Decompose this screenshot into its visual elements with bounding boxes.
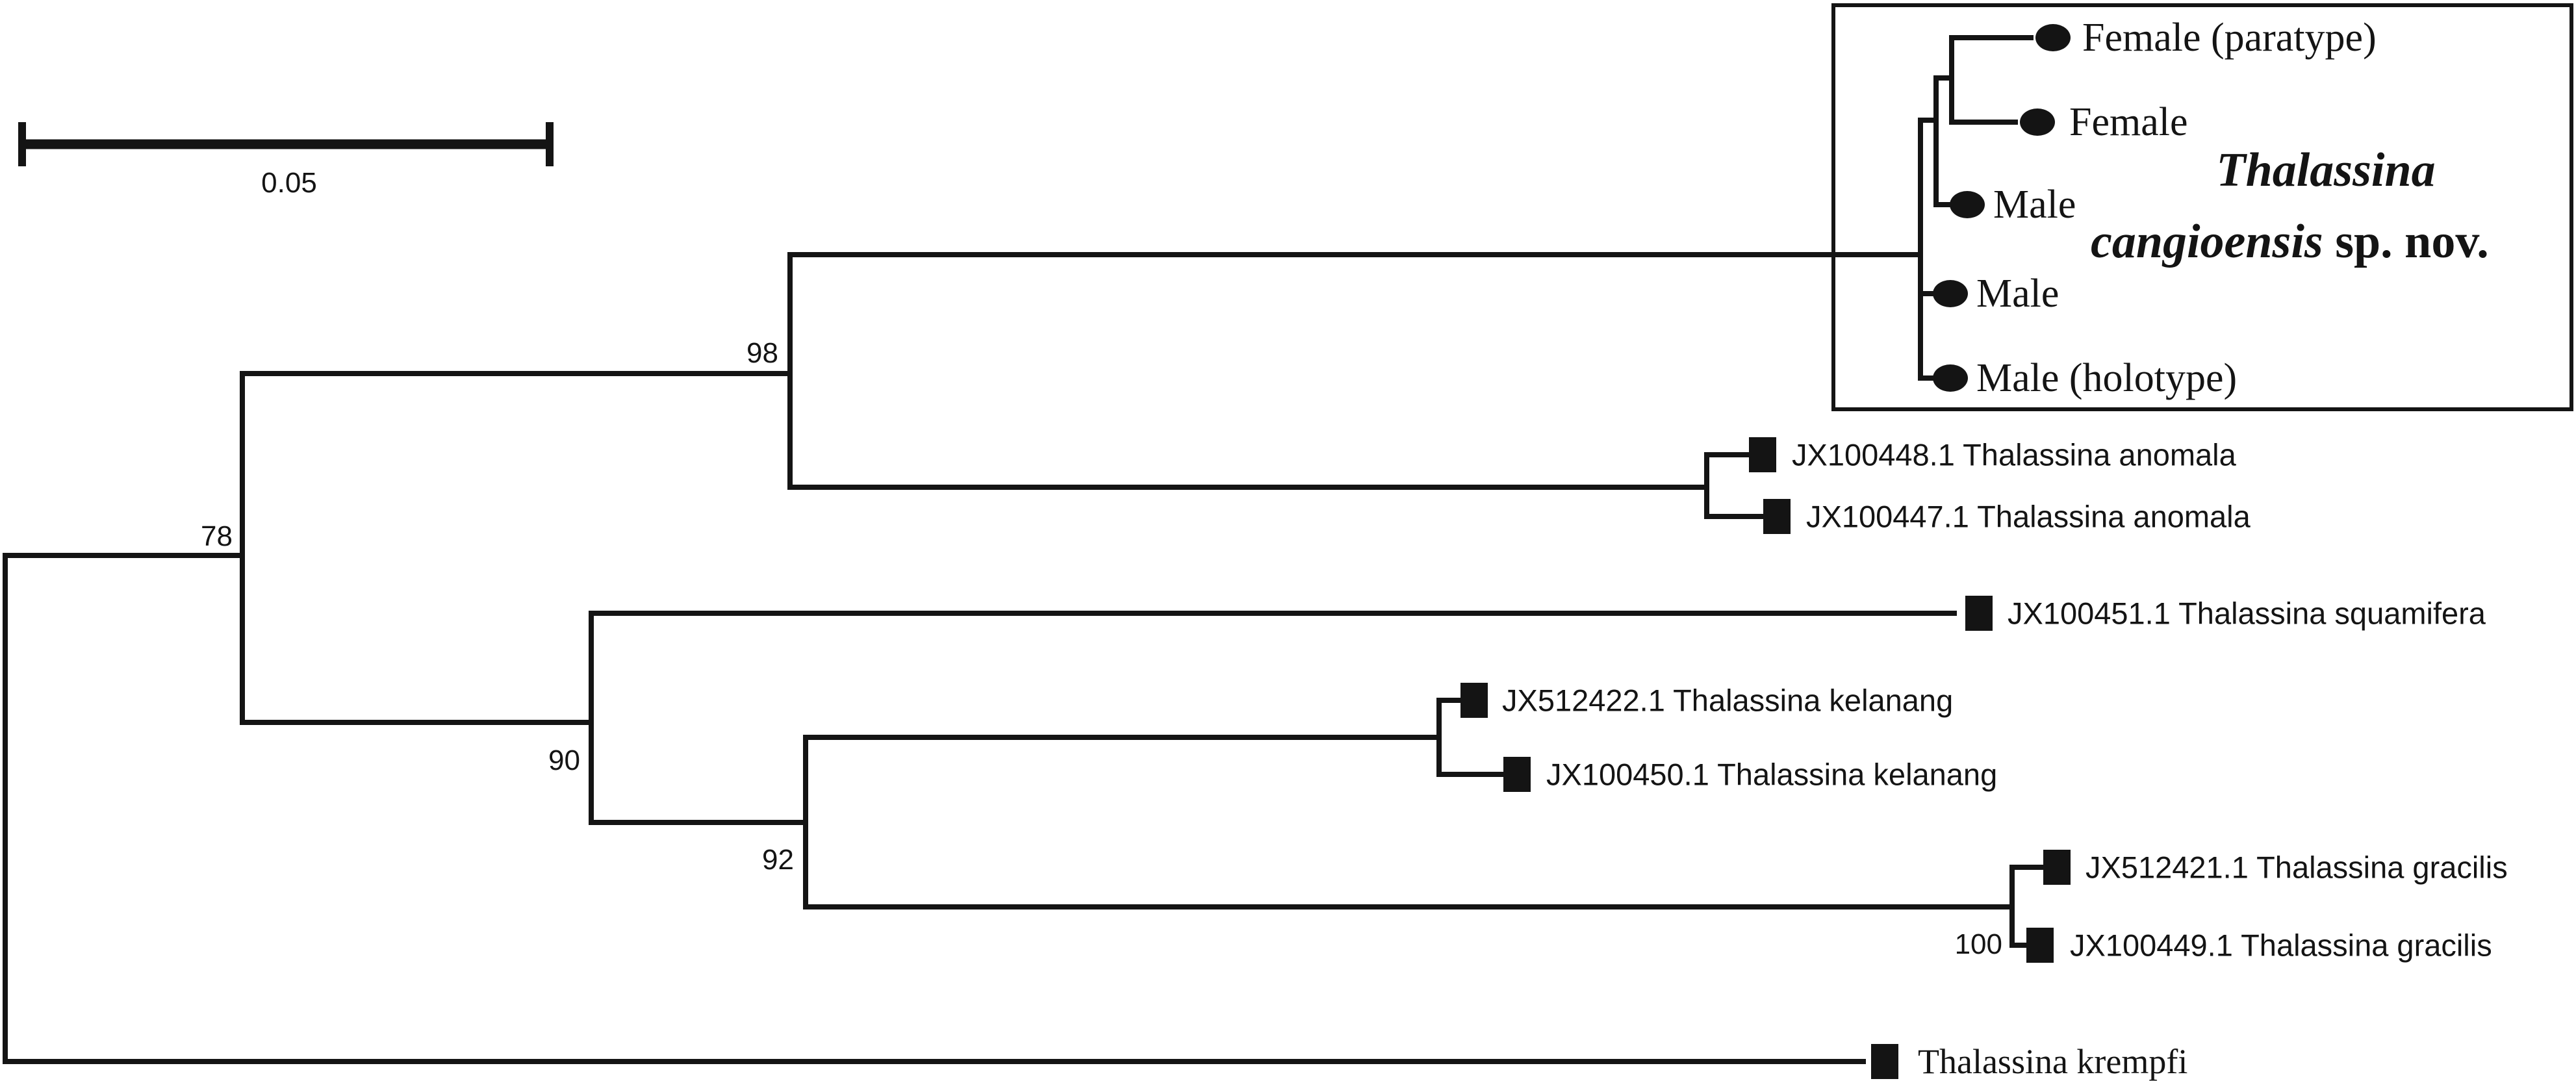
tip-label-anomala-448: JX100448.1 Thalassina anomala — [1792, 438, 2237, 472]
new-species-name: Thalassina cangioensis sp. nov. — [2091, 144, 2489, 268]
tip-label-kelanang-422: JX512422.1 Thalassina kelanang — [1502, 683, 1953, 718]
tree-branches — [3, 35, 2045, 1064]
new-species-epithet-line: cangioensis sp. nov. — [2091, 215, 2489, 268]
circle-marker-male-holotype — [1933, 364, 1968, 392]
square-marker-krempfi — [1871, 1044, 1898, 1079]
tip-label-female: Female — [2069, 100, 2188, 144]
scale-bar-label: 0.05 — [261, 167, 317, 199]
circle-marker-female — [2020, 108, 2055, 136]
support-value-78: 78 — [201, 520, 233, 552]
support-value-92: 92 — [762, 844, 794, 876]
square-marker-anomala-447 — [1763, 499, 1791, 534]
circle-marker-male-1 — [1950, 191, 1985, 218]
square-marker-anomala-448 — [1749, 437, 1776, 472]
new-species-tip-labels: Female (paratype) Female Male Male Male … — [1976, 16, 2377, 400]
tip-label-gracilis-421: JX512421.1 Thalassina gracilis — [2085, 850, 2508, 885]
tip-label-anomala-447: JX100447.1 Thalassina anomala — [1806, 500, 2251, 534]
tip-markers — [1460, 24, 2071, 1079]
tip-label-male-holotype: Male (holotype) — [1976, 356, 2237, 400]
support-value-100: 100 — [1955, 928, 2002, 960]
new-species-suffix: sp. nov. — [2323, 215, 2489, 268]
square-marker-gracilis-421 — [2043, 850, 2071, 885]
square-marker-kelanang-422 — [1460, 683, 1488, 718]
tip-label-krempfi: Thalassina krempfi — [1918, 1042, 2187, 1081]
tip-label-kelanang-450: JX100450.1 Thalassina kelanang — [1546, 757, 1997, 792]
square-marker-kelanang-450 — [1503, 757, 1531, 792]
circle-marker-female-paratype — [2035, 24, 2071, 51]
tip-label-female-paratype: Female (paratype) — [2082, 16, 2377, 60]
new-species-clade-box — [1831, 3, 2573, 411]
square-marker-squamifera — [1965, 596, 1993, 631]
circle-marker-male-2 — [1933, 280, 1968, 307]
tip-label-squamifera: JX100451.1 Thalassina squamifera — [2008, 596, 2486, 631]
support-value-98: 98 — [746, 337, 778, 369]
new-species-epithet: cangioensis — [2091, 215, 2323, 268]
taxon-tip-labels: JX100448.1 Thalassina anomala JX100447.1… — [1502, 438, 2508, 1081]
tip-label-male-1: Male — [1993, 183, 2076, 227]
support-value-90: 90 — [548, 744, 580, 776]
support-values: 78 98 90 92 100 — [201, 337, 2002, 960]
tip-label-male-2: Male — [1976, 272, 2059, 316]
new-species-genus: Thalassina — [2216, 144, 2435, 197]
tip-label-gracilis-449: JX100449.1 Thalassina gracilis — [2070, 928, 2492, 963]
scale-bar: 0.05 — [18, 122, 554, 199]
square-marker-gracilis-449 — [2026, 928, 2054, 963]
